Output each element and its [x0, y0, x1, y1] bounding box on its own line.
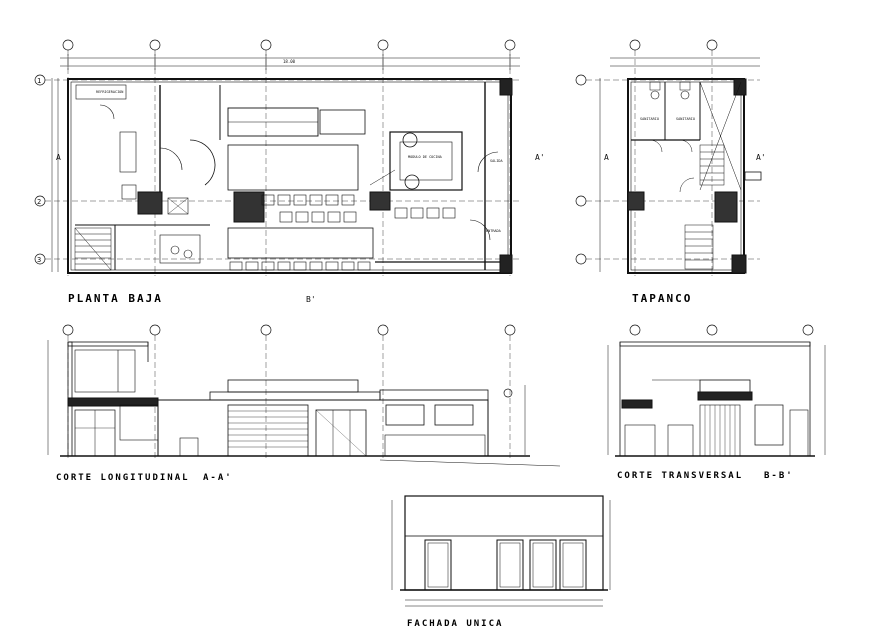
room-label-sanitario-1: SANITARIO	[640, 117, 659, 121]
grid-marker-2: 2	[37, 198, 41, 206]
tapanco-plan	[575, 39, 762, 276]
corte-transversal-section: B-B'	[764, 471, 794, 481]
corte-longitudinal-drawing	[47, 324, 561, 467]
tapanco-section-mark-a-prime: A'	[756, 153, 766, 162]
fachada-drawing	[391, 495, 611, 607]
corte-longitudinal-title: CORTE LONGITUDINAL	[56, 473, 190, 483]
overall-dimension: 18.00	[283, 59, 296, 64]
tapanco-title: TAPANCO	[632, 292, 692, 305]
section-mark-a: A	[56, 153, 61, 162]
corte-transversal-title: CORTE TRANSVERSAL	[617, 471, 743, 481]
corte-longitudinal-section: A-A'	[203, 473, 233, 483]
grid-marker-1: 1	[37, 77, 41, 85]
room-label-refrigeracion: REFRIGERACION	[96, 90, 123, 94]
tapanco-section-mark-a: A	[604, 153, 609, 162]
room-label-entrada: ENTRADA	[486, 229, 502, 233]
planta-baja-plan	[34, 39, 520, 276]
fachada-title: FACHADA UNICA	[407, 619, 503, 629]
section-mark-b-prime: B'	[306, 295, 316, 304]
room-label-salida: SALIDA	[490, 159, 504, 163]
section-mark-a-prime: A'	[535, 153, 545, 162]
room-label-sanitario-2: SANITARIO	[676, 117, 695, 121]
room-label-modulo-cocina: MODULO DE COCINA	[408, 155, 443, 159]
corte-transversal-drawing	[607, 324, 826, 457]
planta-baja-title: PLANTA BAJA	[68, 292, 163, 305]
grid-marker-3: 3	[37, 256, 41, 264]
